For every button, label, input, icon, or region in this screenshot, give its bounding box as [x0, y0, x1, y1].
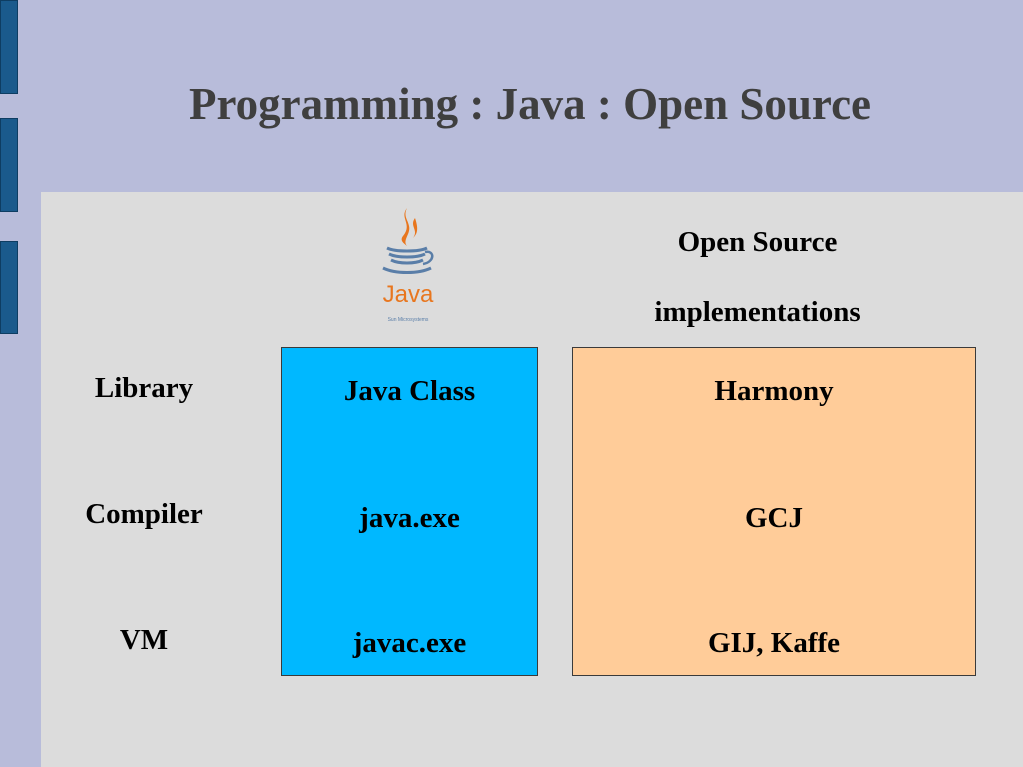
java-logo-icon: Java Sun Microsystems — [382, 208, 434, 323]
java-library-cell: Java Class — [343, 375, 476, 407]
open-source-library-cell: Harmony — [714, 375, 834, 407]
side-tab-decoration — [0, 118, 18, 212]
row-label-vm: VM — [119, 624, 169, 656]
open-source-heading: Open Source — [677, 226, 838, 258]
open-source-heading-subline: implementations — [654, 296, 861, 328]
java-vm-cell: javac.exe — [352, 627, 467, 659]
java-logo-tagline: Sun Microsystems — [388, 317, 429, 323]
open-source-vm-cell: GIJ, Kaffe — [707, 627, 841, 659]
open-source-compiler-cell: GCJ — [745, 502, 803, 534]
java-compiler-cell: java.exe — [359, 502, 460, 534]
row-label-compiler: Compiler — [85, 498, 203, 530]
row-label-library: Library — [94, 372, 194, 404]
side-tab-decoration — [0, 0, 18, 94]
open-source-implementation-box: Harmony GCJ GIJ, Kaffe — [572, 347, 976, 676]
java-wordmark: Java — [383, 281, 434, 308]
slide-title: Programming : Java : Open Source — [188, 79, 872, 129]
java-implementation-box: Java Class java.exe javac.exe — [281, 347, 538, 676]
side-tab-decoration — [0, 241, 18, 334]
